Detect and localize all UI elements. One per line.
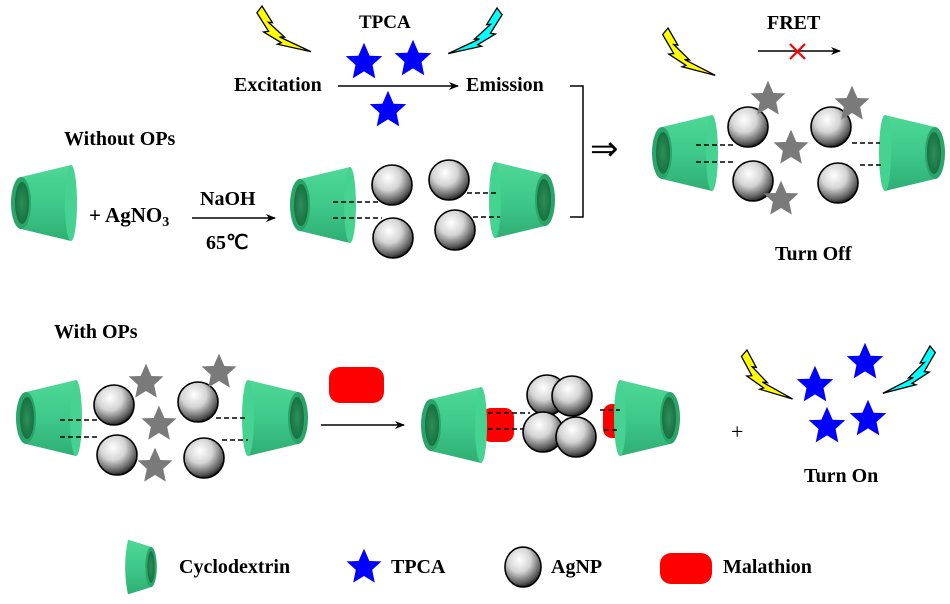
legend: [125, 539, 712, 595]
without-ops-label: Without OPs: [64, 128, 176, 150]
excitation-bolt-icon: [661, 22, 716, 81]
legend-tpca-label: TPCA: [391, 556, 446, 578]
with-ops-label: With OPs: [54, 321, 138, 343]
cyclodextrin-icon: [11, 165, 77, 241]
implies-arrow: ⇒: [590, 131, 619, 168]
tpca-label: TPCA: [359, 12, 411, 33]
malathion-reagent-icon: [329, 367, 384, 403]
emission-bolt-icon: [447, 1, 504, 61]
emission-bolt-icon: [882, 340, 937, 399]
legend-malathion-icon: [660, 553, 712, 584]
excitation-label: Excitation: [234, 74, 322, 96]
legend-agnp-icon: [504, 546, 542, 588]
cd-agnp-assembly: [290, 159, 555, 259]
legend-malathion-label: Malathion: [723, 556, 812, 578]
tpca-star-icon: [345, 39, 432, 127]
reagent-label: + AgNO3: [89, 205, 169, 230]
plus-sign: +: [731, 419, 744, 444]
fret-blocked-icon: [789, 43, 806, 60]
turn-on-label: Turn On: [804, 465, 879, 487]
condition-top-label: NaOH: [200, 188, 256, 210]
aggregated-agnp-assembly: [421, 374, 680, 463]
tpca-star-icon: [796, 342, 887, 443]
turn-off-label: Turn Off: [775, 243, 852, 265]
reagent-text: + AgNO: [89, 203, 163, 227]
legend-tpca-icon: [346, 548, 382, 583]
fret-label: FRET: [767, 12, 821, 34]
condition-bottom-label: 65℃: [206, 232, 249, 254]
quenched-assembly: [652, 80, 945, 215]
emission-label: Emission: [466, 74, 544, 96]
quenched-assembly-with-ops: [16, 353, 308, 482]
legend-cyclodextrin-icon: [125, 539, 157, 595]
bracket: [570, 85, 584, 218]
reagent-subscript: 3: [162, 215, 170, 230]
excitation-bolt-icon: [255, 0, 312, 59]
legend-cyclodextrin-label: Cyclodextrin: [179, 556, 291, 578]
legend-agnp-label: AgNP: [551, 556, 603, 578]
excitation-bolt-icon: [740, 346, 794, 403]
